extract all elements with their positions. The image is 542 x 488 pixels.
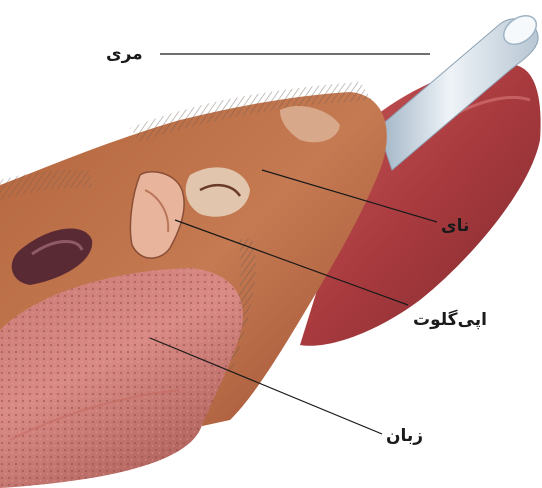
tongue-label: زبان	[386, 428, 423, 445]
epiglottis-label: اپی‌گلوت	[413, 312, 487, 329]
trachea-label: نای	[441, 218, 469, 235]
esophagus-label: مری	[106, 46, 143, 63]
